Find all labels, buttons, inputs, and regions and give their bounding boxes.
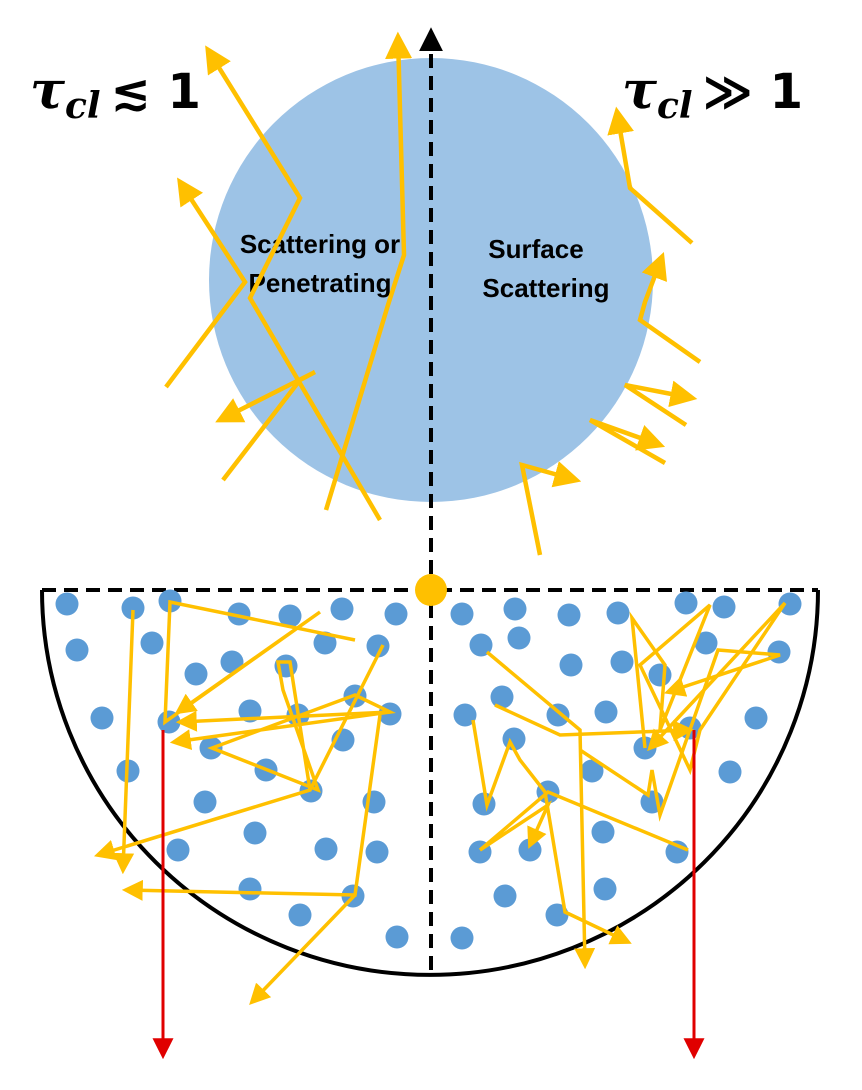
cloud-left-label-line1: Scattering or bbox=[240, 229, 400, 259]
left-regime-symbol: τ bbox=[30, 60, 66, 121]
cloudlet-particle bbox=[606, 601, 630, 625]
cloudlet-particle bbox=[648, 663, 672, 687]
photon-path bbox=[629, 601, 787, 776]
photon-path bbox=[478, 789, 689, 852]
photon-path bbox=[519, 461, 582, 556]
hemisphere-boundary bbox=[40, 589, 820, 977]
cloudlet-particle bbox=[674, 591, 698, 615]
cloudlet-particle bbox=[767, 640, 791, 664]
right-regime-label: τcl≫ 1 bbox=[622, 60, 803, 127]
cloudlet-particle bbox=[591, 820, 615, 844]
cloudlet-particle bbox=[140, 631, 164, 655]
cloudlet-particle bbox=[193, 790, 217, 814]
cloudlet-particle bbox=[545, 903, 569, 927]
cloudlet-particle bbox=[610, 650, 634, 674]
cloudlet-particle bbox=[712, 595, 736, 619]
cloudlet-particle bbox=[559, 653, 583, 677]
cloudlet-particle bbox=[594, 700, 618, 724]
cloudlet-particle bbox=[288, 903, 312, 927]
svg-text:τcl≲ 1: τcl≲ 1 bbox=[30, 60, 201, 127]
cloudlet-particle bbox=[593, 877, 617, 901]
cloudlet-particle bbox=[384, 602, 408, 626]
cloudlet-particle bbox=[469, 633, 493, 657]
cloudlet-particle bbox=[503, 597, 527, 621]
right-regime-subscript: cl bbox=[657, 85, 693, 127]
cloudlet-particle bbox=[220, 650, 244, 674]
cloudlet-particle bbox=[490, 685, 514, 709]
photon-path bbox=[113, 609, 135, 875]
photon-path bbox=[623, 380, 698, 427]
photon-path bbox=[215, 369, 317, 482]
cloudlet-particle bbox=[450, 926, 474, 950]
cloudlet-particle bbox=[366, 634, 390, 658]
photon-source bbox=[415, 574, 447, 606]
cloudlet-particle bbox=[507, 626, 531, 650]
cloudlet-particle bbox=[365, 840, 389, 864]
cloudlet-particle bbox=[450, 602, 474, 626]
cloudlet-particle bbox=[55, 592, 79, 616]
cloudlet-particle bbox=[694, 631, 718, 655]
cloudlet-particle bbox=[330, 597, 354, 621]
cloud-right-label-line2: Scattering bbox=[482, 273, 609, 303]
cloud-right-label-line1: Surface bbox=[488, 234, 583, 264]
right-regime-relation: ≫ 1 bbox=[703, 64, 803, 120]
cloudlet-particle bbox=[227, 602, 251, 626]
photon-path bbox=[485, 650, 596, 970]
left-regime-relation: ≲ 1 bbox=[111, 64, 201, 120]
cloudlet-particle bbox=[546, 703, 570, 727]
photon-path bbox=[323, 31, 413, 511]
cloudlet-particle bbox=[313, 631, 337, 655]
cloudlet-particle bbox=[121, 596, 145, 620]
cloudlet-particle bbox=[314, 837, 338, 861]
cloudlet-particle bbox=[385, 925, 409, 949]
photon-path bbox=[169, 660, 396, 794]
cloudlet-particle bbox=[718, 760, 742, 784]
right-regime-symbol: τ bbox=[622, 60, 658, 121]
cloudlet-particle bbox=[238, 877, 262, 901]
cloudlet-particle bbox=[166, 838, 190, 862]
cloudlet-particle bbox=[65, 638, 89, 662]
photon-path bbox=[205, 45, 382, 522]
cloudlet-particle bbox=[184, 662, 208, 686]
photon-path bbox=[579, 648, 781, 822]
photon-path bbox=[164, 177, 248, 389]
photon-path bbox=[588, 417, 667, 465]
photon-path bbox=[175, 710, 391, 732]
hemisphere-photon-paths bbox=[93, 599, 787, 1006]
cloudlet-particle bbox=[493, 884, 517, 908]
cloudlet-particle bbox=[278, 604, 302, 628]
photon-path bbox=[163, 599, 356, 726]
cloudlet-particle bbox=[90, 706, 114, 730]
photon-path bbox=[607, 106, 694, 245]
photon-path bbox=[471, 719, 632, 945]
cloud-left-label-line2: Penetrating bbox=[248, 268, 391, 298]
cloudlet-particle bbox=[580, 759, 604, 783]
cloudlet-particle bbox=[453, 703, 477, 727]
left-regime-subscript: cl bbox=[65, 85, 101, 127]
cloud-photon-paths bbox=[164, 31, 702, 556]
cloudlet-particle bbox=[744, 706, 768, 730]
cloudlet-particle bbox=[243, 821, 267, 845]
photon-path bbox=[494, 703, 695, 742]
photon-path bbox=[637, 251, 702, 364]
left-regime-label: τcl≲ 1 bbox=[30, 60, 201, 127]
svg-text:τcl≫ 1: τcl≫ 1 bbox=[622, 60, 803, 127]
cloudlet-particle bbox=[778, 592, 802, 616]
photon-path bbox=[93, 644, 385, 861]
photon-path bbox=[249, 893, 357, 1006]
cloudlet-particle bbox=[557, 603, 581, 627]
